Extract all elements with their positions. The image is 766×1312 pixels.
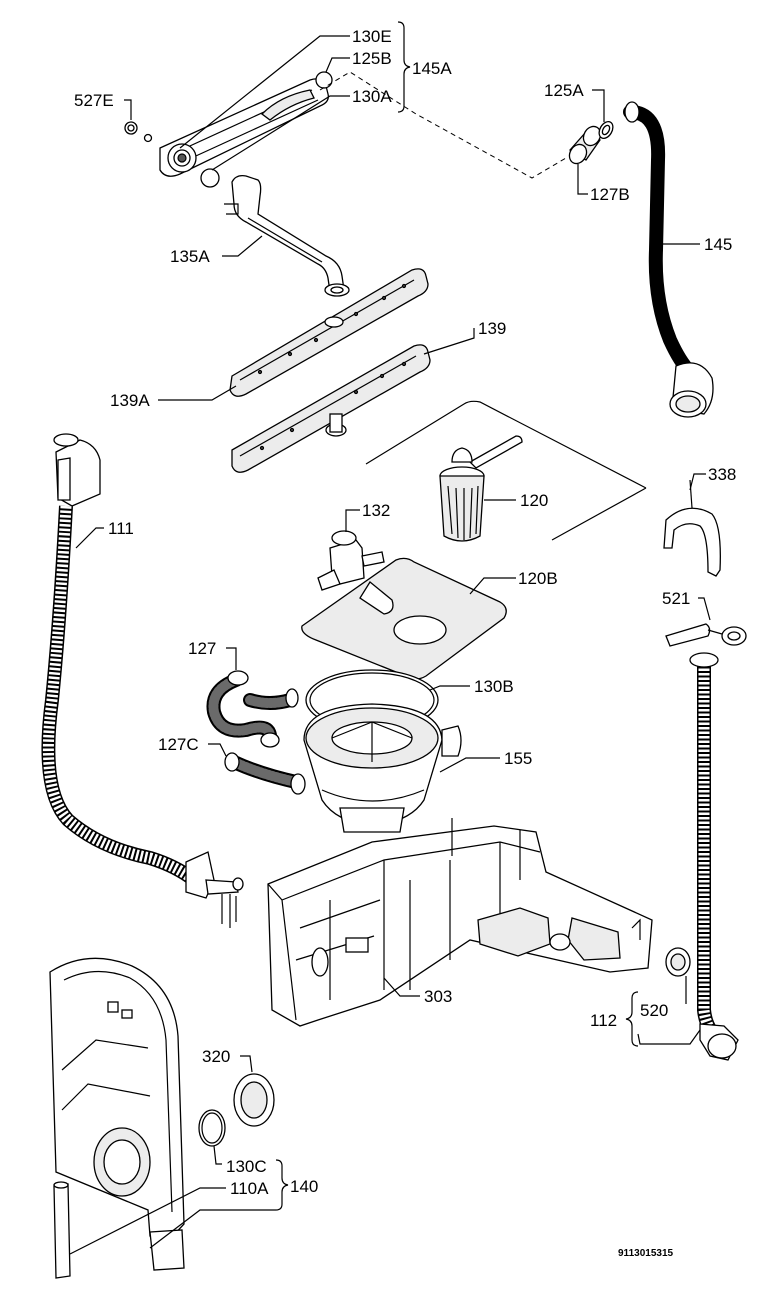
o-ring-130c-part	[198, 1109, 226, 1147]
label-130a: 130A	[352, 87, 392, 106]
label-127c: 127C	[158, 735, 199, 754]
clip-338-part	[663, 479, 721, 577]
label-520: 520	[640, 1001, 668, 1020]
drain-hose-112-part	[689, 652, 739, 1061]
spray-arm-139a-part	[229, 268, 429, 397]
coupling-127b-part	[568, 125, 602, 165]
label-125b: 125B	[352, 49, 392, 68]
label-527e: 527E	[74, 91, 114, 110]
label-130c: 130C	[226, 1157, 267, 1176]
spray-arm-139-part	[231, 344, 431, 473]
nut-527e-part	[124, 121, 153, 143]
label-120b: 120B	[518, 569, 558, 588]
label-111: 111	[108, 519, 134, 538]
label-145: 145	[704, 235, 732, 254]
label-139: 139	[478, 319, 506, 338]
leader-lines	[69, 35, 711, 1255]
upper-spray-arm-part	[159, 78, 329, 177]
label-145a: 145A	[412, 59, 452, 78]
brace-140	[275, 1159, 289, 1211]
part-labels: 130E 125B 145A 130A 527E 125A 127B 135A …	[74, 27, 736, 1259]
sump-outline	[365, 400, 647, 541]
base-frame-303-part	[267, 818, 653, 1027]
seal-320-part	[233, 1073, 275, 1127]
label-112: 112	[590, 1011, 617, 1030]
brace-145a	[397, 21, 411, 113]
valve-132-part	[317, 530, 385, 591]
label-132: 132	[362, 501, 390, 520]
label-155: 155	[504, 749, 532, 768]
label-338: 338	[708, 465, 736, 484]
tank-140-part	[49, 957, 185, 1271]
coarse-filter-120-part	[439, 435, 523, 542]
brace-112	[625, 991, 639, 1047]
label-125a: 125A	[544, 81, 584, 100]
hose-127c-part	[224, 752, 306, 795]
fine-filter-120b-part	[301, 557, 507, 680]
label-127: 127	[188, 639, 216, 658]
label-130e: 130E	[352, 27, 392, 46]
diagram-code: 9113015315	[618, 1248, 674, 1259]
hose-127-part	[206, 670, 299, 748]
label-120: 120	[520, 491, 548, 510]
label-139a: 139A	[110, 391, 150, 410]
o-ring-130a-part	[200, 168, 220, 188]
label-110a: 110A	[230, 1179, 269, 1198]
o-ring-125b-part	[315, 71, 333, 89]
label-135a: 135A	[170, 247, 210, 266]
bracket-521-part	[665, 623, 747, 647]
water-supply-hose-145-part	[623, 101, 714, 418]
sump-155-part	[303, 703, 462, 833]
label-127b: 127B	[590, 185, 630, 204]
grommet-520-part	[665, 947, 691, 977]
inlet-hose-111-part	[41, 433, 244, 928]
label-320: 320	[202, 1047, 230, 1066]
pipe-110a-part	[53, 1181, 71, 1279]
feed-pipe-135a-part	[224, 174, 350, 297]
label-521: 521	[662, 589, 690, 608]
label-130b: 130B	[474, 677, 514, 696]
label-303: 303	[424, 987, 452, 1006]
label-140: 140	[290, 1177, 318, 1196]
o-ring-125a-part	[598, 120, 614, 140]
